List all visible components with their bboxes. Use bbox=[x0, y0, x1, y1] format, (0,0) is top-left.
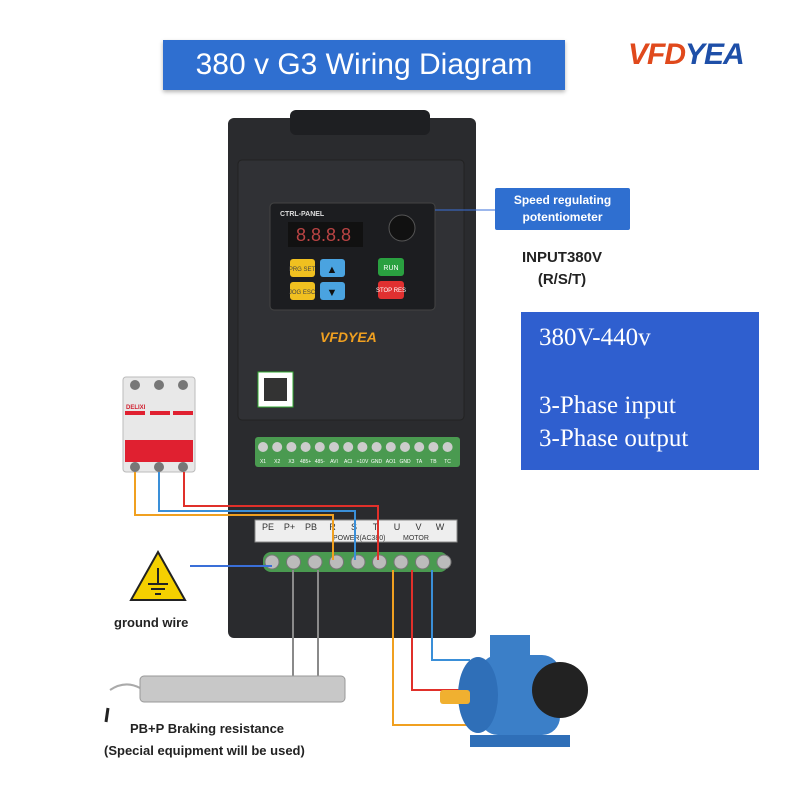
brand-logo: VFDYEA bbox=[628, 38, 745, 71]
control-terminal-screw[interactable] bbox=[258, 442, 268, 452]
display-digits: 8.8.8.8 bbox=[296, 225, 351, 245]
control-terminal-screw[interactable] bbox=[400, 442, 410, 452]
power-terminal-screw[interactable] bbox=[415, 554, 430, 570]
run-button[interactable]: RUN bbox=[378, 258, 404, 276]
spec-box: 380V-440v 3-Phase input 3-Phase output bbox=[521, 312, 759, 470]
power-terminal-screw[interactable] bbox=[350, 554, 366, 570]
power-terminal-screw[interactable] bbox=[393, 554, 409, 570]
control-terminal-label: X2 bbox=[274, 459, 280, 465]
power-terminal-screw[interactable] bbox=[307, 554, 323, 570]
spec-output: 3-Phase output bbox=[539, 425, 689, 452]
control-terminal-screw[interactable] bbox=[442, 442, 453, 452]
title-banner: 380 v G3 Wiring Diagram bbox=[163, 40, 565, 90]
braking-note: (Special equipment will be used) bbox=[104, 743, 305, 758]
braking-resistance-label: PB+P Braking resistance bbox=[130, 721, 285, 736]
control-terminal-screw[interactable] bbox=[272, 442, 283, 452]
control-terminal-label: AVI bbox=[330, 459, 338, 465]
control-terminal-label: ACI bbox=[344, 459, 352, 465]
prg-set-button[interactable]: PRG SET bbox=[289, 259, 316, 277]
control-terminal-screw[interactable] bbox=[385, 442, 396, 452]
motor bbox=[440, 635, 588, 747]
power-terminal-screw[interactable] bbox=[286, 554, 301, 570]
motor-group-label: MOTOR bbox=[403, 535, 429, 542]
power-terminal-label: T bbox=[373, 522, 379, 532]
jog-esc-button[interactable]: JOG ESC bbox=[289, 282, 316, 300]
svg-text:STOP RES: STOP RES bbox=[376, 288, 406, 294]
control-terminal-label: TC bbox=[444, 459, 451, 465]
control-terminal-label: AO1 bbox=[386, 459, 396, 465]
wire-t-red bbox=[183, 472, 379, 560]
svg-text:PRG SET: PRG SET bbox=[289, 267, 316, 273]
control-terminal-label: GND bbox=[371, 459, 383, 465]
inverter-brand: VFDYEA bbox=[320, 329, 377, 345]
control-terminal-screw[interactable] bbox=[343, 442, 354, 452]
spec-voltage: 380V-440v bbox=[539, 324, 651, 351]
control-terminal-label: 485+ bbox=[300, 459, 311, 465]
control-terminal-label: +10V bbox=[356, 459, 368, 465]
control-terminal-screw[interactable] bbox=[357, 442, 368, 452]
power-terminal-label: P+ bbox=[284, 522, 295, 532]
wire-r-orange bbox=[134, 472, 334, 560]
led-display bbox=[288, 222, 363, 247]
potentiometer-knob[interactable] bbox=[388, 214, 416, 242]
wire-w-blue bbox=[431, 570, 470, 661]
svg-text:▼: ▼ bbox=[327, 287, 338, 299]
power-group-label: POWER(AC380) bbox=[333, 535, 386, 542]
control-terminal-label: TA bbox=[416, 459, 423, 465]
control-terminal-label: 485- bbox=[315, 459, 325, 465]
power-terminal-label: PE bbox=[262, 522, 274, 532]
control-terminal-label: X3 bbox=[288, 459, 294, 465]
power-terminal-label: U bbox=[394, 522, 401, 532]
power-terminal-screw[interactable] bbox=[329, 554, 344, 570]
power-terminal-screw[interactable] bbox=[372, 554, 387, 570]
spec-input: 3-Phase input bbox=[539, 392, 676, 419]
control-terminal-screw[interactable] bbox=[428, 442, 439, 452]
ground-icon bbox=[129, 549, 187, 601]
power-terminal-screw[interactable] bbox=[436, 554, 452, 570]
control-terminal-screw[interactable] bbox=[371, 442, 382, 452]
control-terminal-screw[interactable] bbox=[300, 442, 311, 452]
down-button[interactable]: ▼ bbox=[320, 282, 345, 300]
power-terminal-label: PB bbox=[305, 522, 317, 532]
stop-reset-button[interactable]: STOP RES bbox=[376, 281, 406, 299]
control-terminal-screw[interactable] bbox=[329, 442, 339, 452]
control-terminal-label: GND bbox=[399, 459, 411, 465]
power-terminal-label: W bbox=[436, 522, 445, 532]
up-button[interactable]: ▲ bbox=[320, 259, 345, 277]
control-terminal-screw[interactable] bbox=[286, 442, 297, 452]
power-terminal-label: V bbox=[415, 522, 421, 532]
svg-text:JOG ESC: JOG ESC bbox=[289, 290, 316, 296]
braking-resistor bbox=[104, 675, 346, 723]
wire-u-orange bbox=[392, 570, 468, 726]
circuit-breaker: DELIXI bbox=[122, 376, 196, 473]
breaker-brand: DELIXI bbox=[126, 405, 146, 411]
control-terminal-screw[interactable] bbox=[314, 442, 325, 452]
ground-wire-label: ground wire bbox=[114, 615, 189, 630]
control-terminal-label: X1 bbox=[260, 459, 266, 465]
inverter-fan-top bbox=[290, 110, 430, 135]
svg-text:▲: ▲ bbox=[327, 264, 338, 276]
control-terminal-screw[interactable] bbox=[414, 442, 425, 452]
wire-s-blue bbox=[158, 472, 356, 560]
control-terminal-label: TB bbox=[430, 459, 437, 465]
svg-text:RUN: RUN bbox=[383, 265, 398, 272]
input-voltage-label: INPUT380V(R/S/T) bbox=[521, 249, 603, 288]
panel-title: CTRL-PANEL bbox=[280, 211, 325, 218]
